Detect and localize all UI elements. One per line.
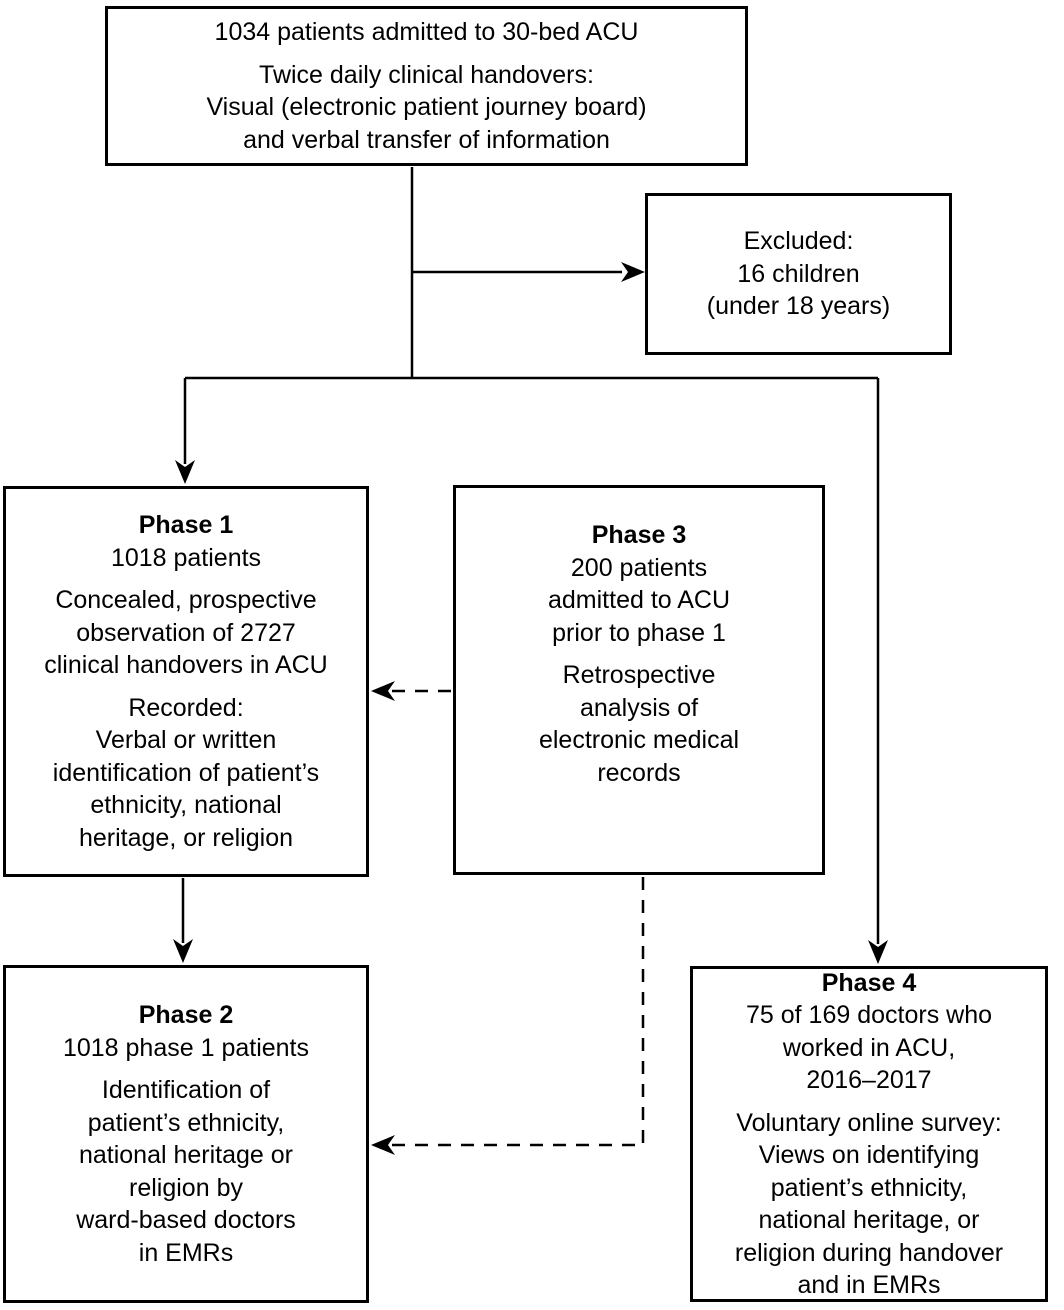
box-phase1: Phase 1 1018 patients Concealed, prospec…	[3, 486, 369, 877]
arrowhead-excluded	[621, 262, 645, 282]
box-admitted-patients: 1034 patients admitted to 30-bed ACU Twi…	[105, 6, 748, 166]
admitted-patients-count: 1034 patients admitted to 30-bed ACU	[214, 18, 639, 46]
arrowhead-phase2-right	[371, 1135, 395, 1155]
phase4-title: Phase 4	[821, 968, 917, 997]
excluded-text: Excluded: 16 children (under 18 years)	[706, 227, 891, 321]
box-excluded: Excluded: 16 children (under 18 years)	[645, 193, 952, 355]
admitted-patients-description: Twice daily clinical handovers: Visual (…	[206, 60, 647, 154]
arrowhead-phase4	[868, 940, 888, 964]
phase1-body2: Recorded: Verbal or written identificati…	[52, 693, 320, 852]
phase3-subtitle: 200 patients admitted to ACU prior to ph…	[547, 553, 731, 647]
phase1-subtitle: 1018 patients	[110, 543, 262, 572]
box-phase3: Phase 3 200 patients admitted to ACU pri…	[453, 485, 825, 875]
phase1-title: Phase 1	[138, 511, 234, 539]
box-phase2: Phase 2 1018 phase 1 patients Identifica…	[3, 965, 369, 1303]
phase4-subtitle: 75 of 169 doctors who worked in ACU, 201…	[746, 1001, 992, 1094]
arrowhead-phase1	[175, 460, 195, 484]
phase4-body1: Voluntary online survey: Views on identi…	[734, 1108, 1004, 1300]
arrowhead-phase3-left	[371, 681, 395, 701]
phase3-title: Phase 3	[591, 521, 687, 549]
box-phase4: Phase 4 75 of 169 doctors who worked in …	[690, 966, 1048, 1302]
phase2-subtitle: 1018 phase 1 patients	[62, 1033, 310, 1062]
phase3-body1: Retrospective analysis of electronic med…	[538, 661, 740, 787]
phase1-body1: Concealed, prospective observation of 27…	[44, 586, 328, 679]
phase2-body1: Identification of patient’s ethnicity, n…	[76, 1076, 296, 1267]
phase2-title: Phase 2	[138, 1001, 234, 1029]
arrowhead-phase2-top	[173, 939, 193, 963]
dashed-phase3-to-phase2	[392, 877, 645, 1147]
